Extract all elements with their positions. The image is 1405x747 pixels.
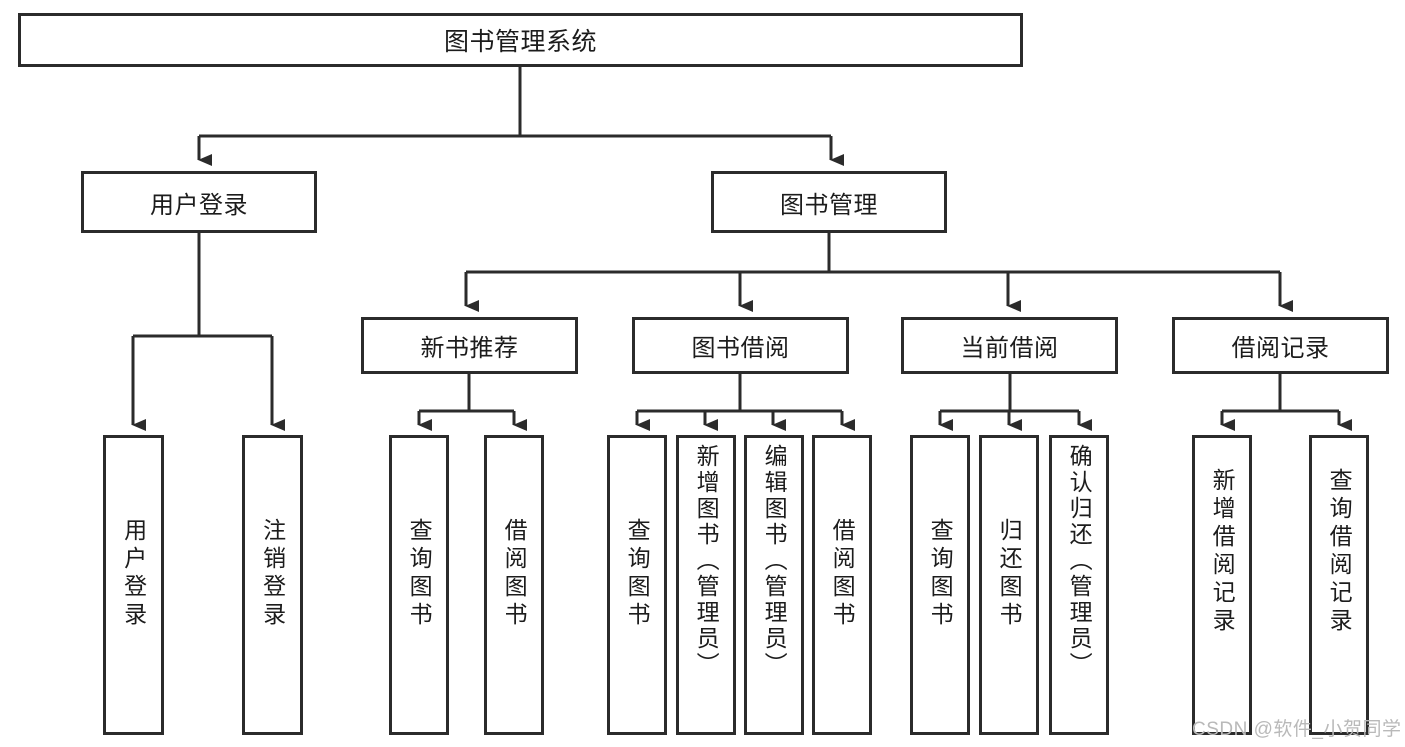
node-current-borrow-label: 当前借阅 (960, 335, 1059, 362)
leaf-query-book-current[interactable]: 查询图书 (910, 435, 970, 735)
leaf-user-login[interactable]: 用户登录 (103, 435, 164, 735)
leaf-add-book-label: 新增图书（管理员） (693, 444, 720, 678)
leaf-query-borrow-record[interactable]: 查询借阅记录 (1309, 435, 1369, 735)
leaf-add-book[interactable]: 新增图书（管理员） (676, 435, 736, 735)
csdn-watermark: CSDN @软件_小贺同学 (1192, 719, 1402, 740)
leaf-confirm-return-label: 确认归还（管理员） (1066, 444, 1093, 678)
leaf-borrow-book-recommend-label: 借阅图书 (501, 518, 528, 630)
node-book-manage-label: 图书管理 (780, 191, 878, 219)
node-new-book-recommend-label: 新书推荐 (420, 335, 519, 362)
leaf-query-book-borrow-label: 查询图书 (624, 518, 651, 630)
node-book-borrow-label: 图书借阅 (691, 335, 790, 362)
node-user-login[interactable]: 用户登录 (81, 171, 317, 233)
node-new-book-recommend[interactable]: 新书推荐 (361, 317, 578, 374)
leaf-logout[interactable]: 注销登录 (242, 435, 303, 735)
leaf-edit-book-label: 编辑图书（管理员） (761, 444, 788, 678)
leaf-borrow-book-label: 借阅图书 (829, 518, 856, 630)
node-borrow-record[interactable]: 借阅记录 (1172, 317, 1389, 374)
leaf-add-borrow-record-label: 新增借阅记录 (1209, 468, 1236, 636)
leaf-borrow-book-recommend[interactable]: 借阅图书 (484, 435, 544, 735)
leaf-query-book-recommend[interactable]: 查询图书 (389, 435, 449, 735)
leaf-return-book-label: 归还图书 (996, 518, 1023, 630)
node-root-label: 图书管理系统 (443, 28, 597, 56)
leaf-edit-book[interactable]: 编辑图书（管理员） (744, 435, 804, 735)
node-borrow-record-label: 借阅记录 (1231, 335, 1330, 362)
leaf-query-book-recommend-label: 查询图书 (406, 518, 433, 630)
leaf-logout-label: 注销登录 (259, 518, 286, 630)
node-current-borrow[interactable]: 当前借阅 (901, 317, 1118, 374)
node-book-manage[interactable]: 图书管理 (711, 171, 947, 233)
node-user-login-label: 用户登录 (150, 191, 248, 219)
node-book-borrow[interactable]: 图书借阅 (632, 317, 849, 374)
leaf-add-borrow-record[interactable]: 新增借阅记录 (1192, 435, 1252, 735)
leaf-query-book-current-label: 查询图书 (927, 518, 954, 630)
leaf-query-borrow-record-label: 查询借阅记录 (1326, 468, 1353, 636)
leaf-query-book-borrow[interactable]: 查询图书 (607, 435, 667, 735)
leaf-borrow-book[interactable]: 借阅图书 (812, 435, 872, 735)
node-root[interactable]: 图书管理系统 (18, 13, 1023, 67)
leaf-user-login-label: 用户登录 (120, 518, 147, 630)
leaf-confirm-return[interactable]: 确认归还（管理员） (1049, 435, 1109, 735)
leaf-return-book[interactable]: 归还图书 (979, 435, 1039, 735)
